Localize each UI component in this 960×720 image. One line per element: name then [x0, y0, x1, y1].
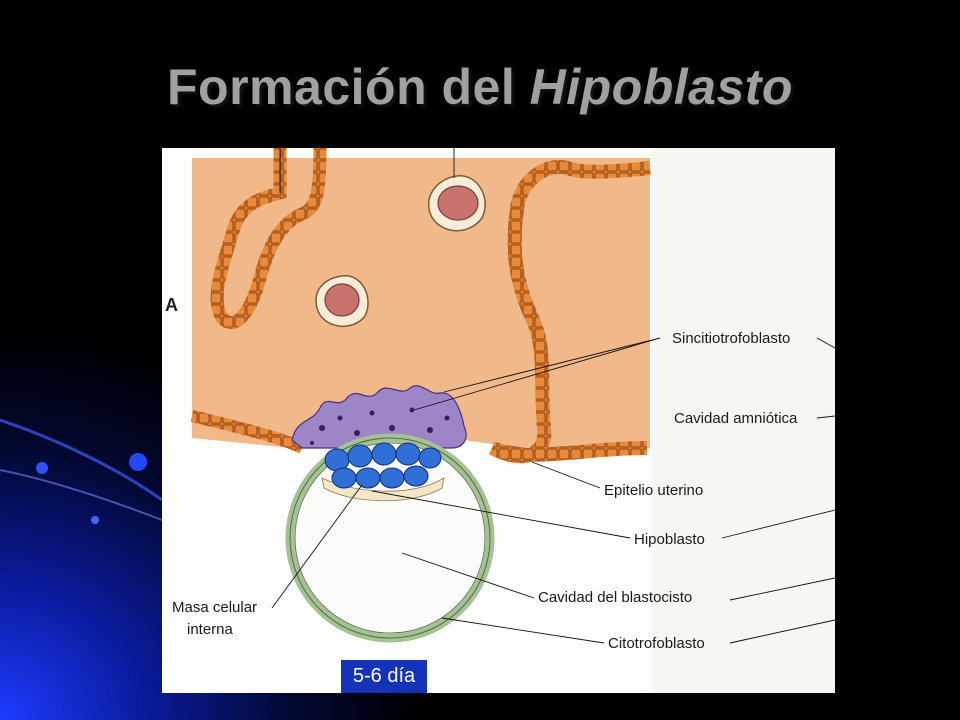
inner-cell-mass: [324, 442, 442, 489]
slide-title: Formación del Hipoblasto: [0, 58, 960, 116]
uterine-gland-left: [210, 148, 327, 329]
uterine-gland-right: [488, 160, 651, 464]
title-text: Formación del: [167, 59, 530, 115]
hypoblast: [321, 477, 445, 502]
label-masa-celular: Masa celular: [172, 599, 258, 616]
panel-letter: A: [165, 295, 178, 315]
implantation-diagram: [190, 148, 835, 693]
uterine-epithelium-bottom: [190, 410, 305, 454]
label-cavidad-amniotica: Cavidad amniótica: [674, 410, 798, 427]
day-badge: 5-6 día: [341, 660, 427, 693]
uterine-epithelium-bottom-right: [489, 441, 648, 462]
label-citotrofoblasto: Citotrofoblasto: [608, 635, 705, 652]
label-sincitiotrofoblasto: Sincitiotrofoblasto: [672, 330, 791, 347]
diagram-panel: A Sincitiotrofoblasto Cavidad amniótica …: [162, 148, 835, 693]
label-hipoblasto: Hipoblasto: [634, 531, 705, 548]
syncytiotrophoblast: [291, 385, 467, 449]
label-cavidad-blastocisto: Cavidad del blastocisto: [538, 589, 693, 606]
maternal-capillary: [427, 175, 486, 232]
label-masa-celular-interna: interna: [187, 621, 233, 638]
maternal-capillary: [315, 275, 369, 327]
title-italic-text: Hipoblasto: [529, 59, 793, 115]
label-epitelio-uterino: Epitelio uterino: [604, 482, 704, 499]
